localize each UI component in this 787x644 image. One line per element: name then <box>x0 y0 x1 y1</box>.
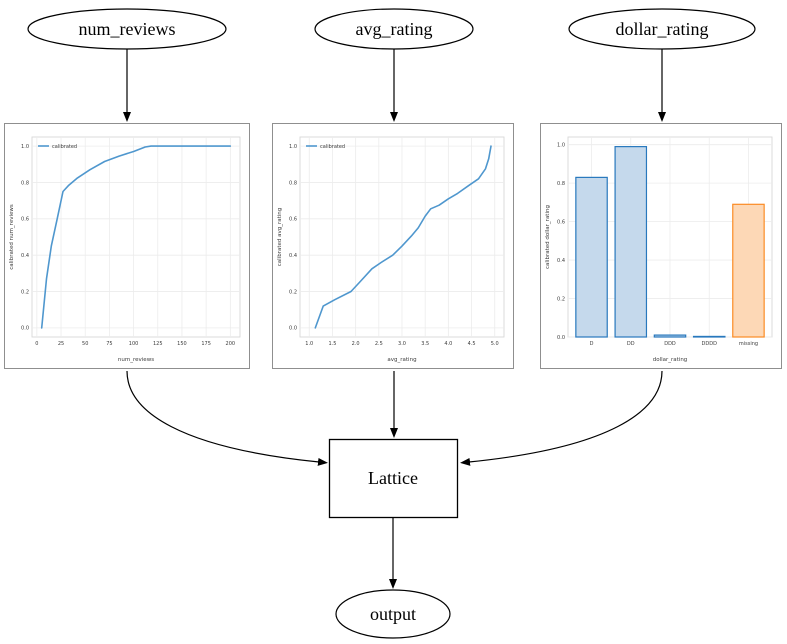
y-tick-label: 0.4 <box>557 258 565 264</box>
y-tick-label: 0.4 <box>21 253 29 259</box>
calibration-line <box>40 145 232 329</box>
y-tick-label: 0.6 <box>557 219 565 225</box>
node-lattice-label: Lattice <box>368 468 418 488</box>
x-tick-label: 150 <box>177 341 187 347</box>
y-tick-label: 0.8 <box>21 180 29 186</box>
x-tick-label: 100 <box>129 341 139 347</box>
num-reviews-chart: 0.0 0.2 0.4 0.6 0.8 1.0 0 25 50 75 100 125 150 175 200… <box>9 136 241 363</box>
y-tick-label: 0.6 <box>21 217 29 223</box>
x-tick-label: D <box>590 341 594 347</box>
bar-missing <box>732 203 765 338</box>
x-tick-label: missing <box>739 341 758 347</box>
x-tick-label: 0 <box>35 341 38 347</box>
x-tick-label: 2.5 <box>375 341 383 347</box>
y-axis-label: calibrated dollar_rating <box>545 205 551 269</box>
edge-calibrator1-to-lattice <box>126 370 328 466</box>
node-output-label: output <box>370 604 416 624</box>
y-axis-label: calibrated avg_rating <box>277 208 283 267</box>
y-axis-label: calibrated num_reviews <box>9 204 15 270</box>
node-dollar-rating-label: dollar_rating <box>616 19 709 39</box>
y-tick-label: 0.4 <box>289 253 297 259</box>
x-tick-label: 75 <box>106 341 112 347</box>
x-tick-label: 2.0 <box>352 341 360 347</box>
x-axis-label: num_reviews <box>118 357 154 363</box>
x-tick-label: 4.5 <box>468 341 476 347</box>
x-tick-label: 175 <box>201 341 211 347</box>
x-tick-label: DDDD <box>702 341 718 347</box>
x-tick-label: 125 <box>153 341 163 347</box>
y-tick-label: 1.0 <box>557 142 565 148</box>
x-tick-label: 3.0 <box>398 341 406 347</box>
x-axis-label: avg_rating <box>387 357 416 363</box>
x-tick-label: 25 <box>58 341 64 347</box>
y-tick-label: 0.0 <box>21 326 29 332</box>
avg-rating-chart: 0.0 0.2 0.4 0.6 0.8 1.0 1.0 1.5 2.0 2.5 3.0 3.5 4.0 4… <box>277 136 505 363</box>
node-avg-rating-label: avg_rating <box>356 19 433 39</box>
legend-label: calibrated <box>320 144 345 150</box>
y-tick-label: 0.0 <box>557 335 565 341</box>
y-tick-label: 0.0 <box>289 326 297 332</box>
x-tick-label: 50 <box>82 341 88 347</box>
node-num-reviews-label: num_reviews <box>79 19 176 39</box>
x-tick-label: DD <box>627 341 635 347</box>
y-tick-label: 0.2 <box>289 289 297 295</box>
x-tick-label: 200 <box>226 341 236 347</box>
x-tick-label: 3.5 <box>421 341 429 347</box>
y-tick-label: 0.8 <box>289 180 297 186</box>
node-output <box>335 589 451 639</box>
y-tick-label: 0.6 <box>289 217 297 223</box>
x-tick-label: 1.0 <box>305 341 313 347</box>
node-lattice <box>328 438 459 519</box>
calibration-plot-avg-rating: 0.0 0.2 0.4 0.6 0.8 1.0 1.0 1.5 2.0 2.5 3.0 3.5 4.0 4… <box>272 123 514 369</box>
x-tick-label: 1.5 <box>328 341 336 347</box>
bar-DDDD <box>692 335 726 338</box>
x-tick-label: 4.0 <box>444 341 452 347</box>
y-tick-label: 0.2 <box>21 289 29 295</box>
calibration-plot-num-reviews: 0.0 0.2 0.4 0.6 0.8 1.0 0 25 50 75 100 125 150 175 200… <box>4 123 250 369</box>
y-tick-label: 0.2 <box>557 296 565 302</box>
x-tick-label: DDD <box>664 341 676 347</box>
calibration-line <box>314 145 492 329</box>
x-axis-label: dollar_rating <box>653 357 688 363</box>
bar-D <box>575 176 608 338</box>
legend-label: calibrated <box>52 144 77 150</box>
bar-DD <box>614 146 648 338</box>
y-tick-label: 0.8 <box>557 181 565 187</box>
y-tick-label: 1.0 <box>21 144 29 150</box>
y-tick-label: 1.0 <box>289 144 297 150</box>
plot-area <box>31 136 241 338</box>
bar-DDD <box>653 334 687 338</box>
edge-calibrator3-to-lattice <box>460 370 663 466</box>
x-tick-label: 5.0 <box>491 341 499 347</box>
